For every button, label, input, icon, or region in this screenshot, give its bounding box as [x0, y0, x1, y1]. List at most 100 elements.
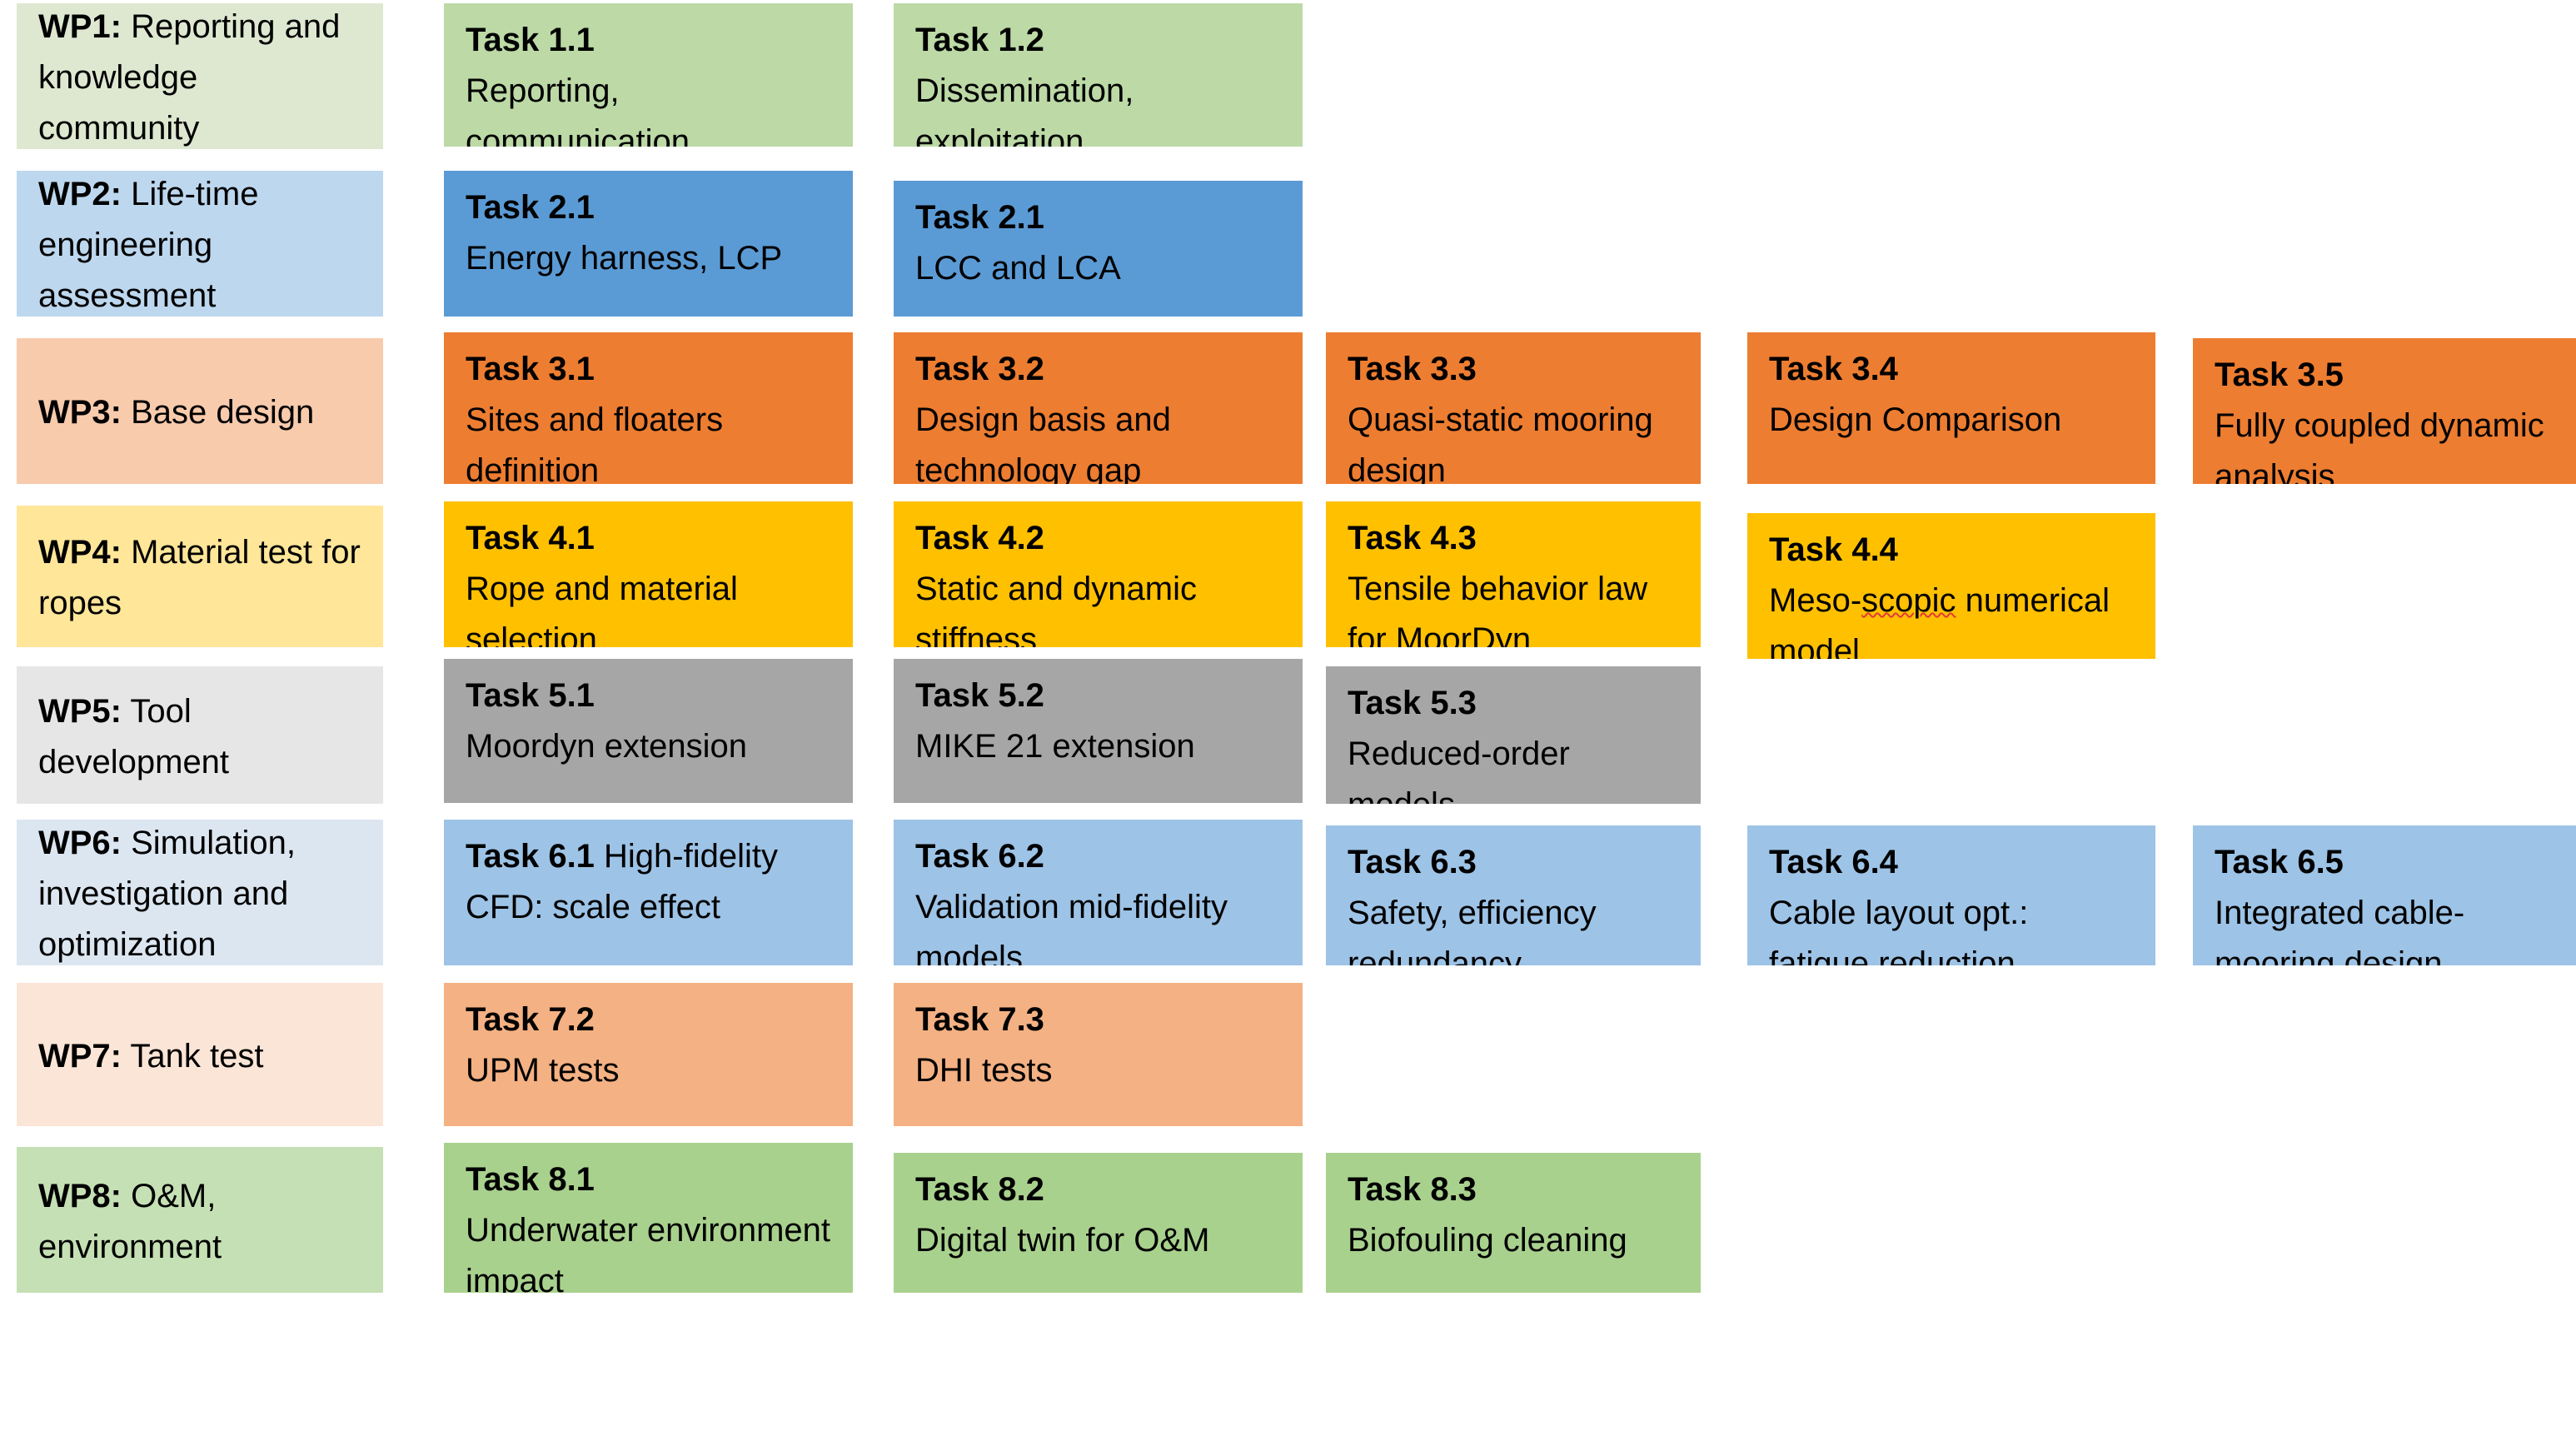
task-description: Cable layout opt.: fatigue reduction: [1769, 894, 2029, 965]
task-code: Task 4.4: [1769, 531, 1898, 568]
wp-code: WP7:: [38, 1037, 122, 1075]
task-code: Task 4.2: [915, 520, 1044, 556]
task-description: DHI tests: [915, 1051, 1053, 1089]
task-description: Reduced-order models: [1348, 735, 1570, 804]
wp-name: Tool development: [38, 692, 230, 780]
wp-code: WP4:: [38, 534, 122, 571]
task-description: Rope and material selection: [466, 570, 738, 647]
task-code: Task 6.3: [1348, 844, 1477, 880]
wp-label: WP7: Tank test: [38, 1031, 361, 1082]
wp-box-wp3[interactable]: WP3: Base design: [17, 338, 383, 484]
task-code: Task 6.4: [1769, 844, 1898, 880]
task-description: Moordyn extension: [466, 727, 747, 765]
task-description: Static and dynamic stiffness: [915, 570, 1197, 647]
task-description: Underwater environment impact: [466, 1211, 830, 1293]
wp-box-wp8[interactable]: WP8: O&M, environment: [17, 1147, 383, 1293]
wp-box-wp2[interactable]: WP2: Life-time engineering assessment: [17, 171, 383, 317]
wp-code: WP5:: [38, 692, 122, 730]
wp-code: WP3:: [38, 394, 122, 431]
wp-name: O&M, environment: [38, 1177, 222, 1265]
task-code: Task 6.2: [915, 838, 1044, 875]
task-description: High-fidelity CFD: scale effect: [466, 838, 778, 925]
task-box-task-6-1[interactable]: Task 6.1 High-fidelity CFD: scale effect: [444, 820, 853, 965]
task-code: Task 5.1: [466, 677, 595, 714]
wp-label: WP2: Life-time engineering assessment: [38, 171, 361, 317]
wp-label: WP5: Tool development: [38, 686, 361, 788]
task-code: Task 3.3: [1348, 351, 1477, 387]
task-code: Task 1.1: [466, 22, 595, 58]
task-code: Task 3.1: [466, 351, 595, 387]
task-description: Reporting, communication: [466, 72, 690, 147]
task-description: MIKE 21 extension: [915, 727, 1195, 765]
wp-code: WP6:: [38, 825, 122, 862]
task-code: Task 8.1: [466, 1161, 595, 1198]
wp-box-wp7[interactable]: WP7: Tank test: [17, 983, 383, 1126]
wp-label: WP4: Material test for ropes: [38, 527, 361, 629]
task-code: Task 8.2: [915, 1171, 1044, 1208]
task-description: Dissemination, exploitation: [915, 72, 1134, 147]
wp-box-wp5[interactable]: WP5: Tool development: [17, 666, 383, 804]
task-description: Safety, efficiency redundancy,: [1348, 894, 1597, 965]
wp-name: Reporting and knowledge community: [38, 8, 341, 147]
task-description: Tensile behavior law for MoorDyn: [1348, 570, 1648, 647]
task-description-cont: numerical model: [1769, 581, 2110, 659]
task-code: Task 2.1: [915, 199, 1044, 236]
task-description: Digital twin for O&M: [915, 1221, 1210, 1259]
task-code: Task 2.1: [466, 189, 595, 226]
task-description: Quasi-static mooring design: [1348, 401, 1653, 484]
task-code: Task 5.3: [1348, 685, 1477, 721]
wp-box-wp6[interactable]: WP6: Simulation, investigation and optim…: [17, 820, 383, 965]
wp-code: WP1:: [38, 8, 122, 46]
task-description: Energy harness, LCP: [466, 239, 783, 277]
task-code: Task 8.3: [1348, 1171, 1477, 1208]
wp-box-wp1[interactable]: WP1: Reporting and knowledge community: [17, 3, 383, 149]
task-code: Task 6.5: [2215, 844, 2344, 880]
task-code: Task 5.2: [915, 677, 1044, 714]
task-code: Task 6.1: [466, 838, 595, 875]
wp-name: Base design: [122, 394, 315, 431]
wp-code: WP2:: [38, 176, 122, 213]
task-description: UPM tests: [466, 1051, 620, 1089]
task-description: Design Comparison: [1769, 401, 2062, 438]
wp-label: WP6: Simulation, investigation and optim…: [38, 820, 361, 965]
wp-name: Life-time engineering assessment: [38, 176, 259, 314]
task-code: Task 3.4: [1769, 351, 1898, 387]
task-code: Task 3.5: [2215, 357, 2344, 393]
wp-name: Simulation, investigation and optimizati…: [38, 825, 296, 963]
task-code: Task 4.3: [1348, 520, 1477, 556]
task-code: Task 7.2: [466, 1001, 595, 1038]
task-code: Task 7.3: [915, 1001, 1044, 1038]
task-description: LCC and LCA: [915, 249, 1121, 287]
wp-code: WP8:: [38, 1177, 122, 1214]
wp-name: Tank test: [122, 1037, 264, 1075]
wp-label: WP1: Reporting and knowledge community: [38, 3, 361, 149]
task-description: Design basis and technology gap: [915, 401, 1171, 484]
wp-label: WP8: O&M, environment: [38, 1171, 361, 1273]
wp-box-wp4[interactable]: WP4: Material test for ropes: [17, 506, 383, 647]
